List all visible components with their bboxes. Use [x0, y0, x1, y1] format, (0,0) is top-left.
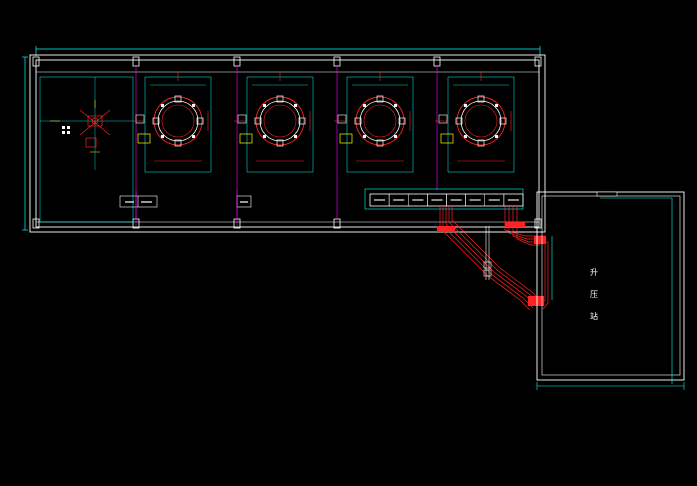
cable-bundle-left [439, 206, 543, 311]
panel-cabinet [503, 193, 524, 207]
panel-cabinet [446, 193, 466, 207]
room-label-char-3: 站 [590, 311, 598, 321]
panel-cabinet [369, 193, 390, 207]
tank-1 [132, 71, 212, 173]
tank-3 [334, 71, 414, 173]
room-label-char-2: 压 [590, 290, 598, 299]
left-bay-equipment [39, 76, 134, 223]
cabinet-dims [135, 190, 238, 226]
panel-cabinet [408, 193, 428, 207]
tank-2 [234, 71, 314, 173]
panel-cabinet [427, 193, 447, 207]
room-label-char-1: 升 [590, 268, 598, 277]
substation-room: 升 压 站 [536, 191, 685, 390]
panel-cabinet [465, 193, 485, 207]
top-dimension [22, 46, 541, 231]
small-cabinets [119, 195, 252, 208]
cable-junctions [437, 222, 546, 306]
tanks-layer [132, 71, 515, 173]
panel-cells [369, 193, 524, 207]
cable-ladder [460, 226, 525, 280]
panel-cabinet [484, 193, 505, 207]
tank-4 [435, 71, 515, 173]
panel-row [364, 188, 524, 210]
columns [32, 56, 542, 229]
panel-cabinet [388, 193, 409, 207]
